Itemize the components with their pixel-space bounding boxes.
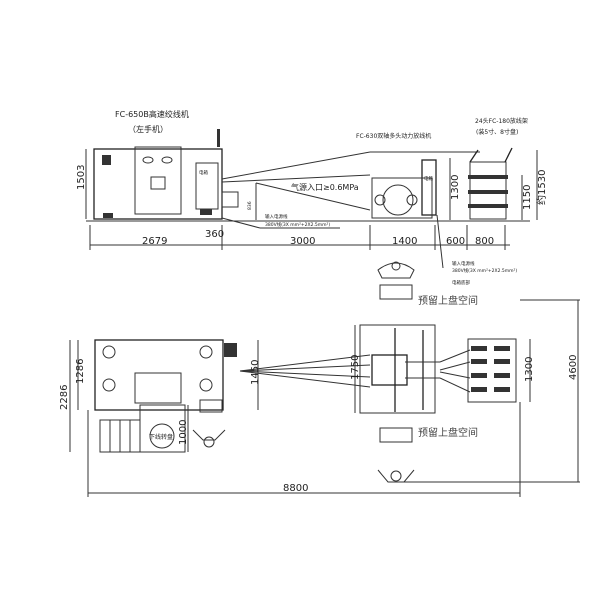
power-label-2: 输入电源线 — [452, 260, 475, 267]
machine2-box-label: 电箱 — [424, 175, 433, 182]
dim-1150: 1150 — [522, 185, 533, 210]
air-inlet-label: 气源入口≥0.6MPa — [291, 182, 359, 192]
turntable-label: 下线转盘 — [149, 433, 173, 441]
dim-1300-elev: 1300 — [450, 175, 461, 200]
operator-bottom — [377, 427, 415, 483]
dim-836: 836 — [247, 201, 253, 210]
dim-1400: 1400 — [392, 236, 417, 247]
operator-top — [377, 261, 415, 300]
plan-view: 预留上盘空间 下线转盘 1286 2286 1000 1450 — [59, 261, 580, 497]
power-spec-2: 380V线(3X mm²+2X2.5mm²) — [452, 267, 517, 274]
dim-360: 360 — [205, 229, 224, 240]
dim-8800: 8800 — [283, 483, 308, 494]
machine1-box-label: 电箱 — [199, 169, 208, 176]
dim-600: 600 — [446, 236, 465, 247]
power-note-2: 电箱底部 — [452, 279, 470, 286]
machine2-title: FC-630双轴多头动力放线机 — [356, 132, 431, 140]
dim-3000: 3000 — [290, 236, 315, 247]
dim-1300-plan: 1300 — [524, 357, 535, 382]
machine1-subtitle: （左手机） — [128, 124, 168, 134]
reserve-top-label: 预留上盘空间 — [418, 294, 478, 307]
dim-1530: 约1530 — [535, 170, 548, 205]
dim-1503: 1503 — [76, 165, 87, 190]
dim-4600: 4600 — [568, 355, 579, 380]
power-spec-1: 380V线(3X mm²+2X2.5mm²) — [265, 221, 330, 228]
dim-800: 800 — [475, 236, 494, 247]
dim-2286: 2286 — [59, 385, 70, 410]
machine3-subtitle: (装5寸、8寸盘) — [476, 128, 518, 136]
dim-1750: 1750 — [350, 355, 361, 380]
reserve-bottom-label: 预留上盘空间 — [418, 426, 478, 439]
machine1-title: FC-650B高速绞线机 — [115, 109, 189, 119]
machine2-plan — [359, 324, 440, 414]
operator-plan-1 — [192, 429, 226, 448]
machine3-plan — [467, 338, 517, 403]
dim-1286: 1286 — [75, 359, 86, 384]
elevation-view: FC-650B高速绞线机 （左手机） 电箱 1503 气源入口≥0.6MPa 8… — [76, 109, 548, 286]
dim-1000: 1000 — [178, 420, 189, 445]
machine3-title: 24头FC-180放线架 — [475, 117, 528, 125]
machine3-elevation — [468, 147, 513, 220]
power-label-1: 输入电源线 — [265, 213, 288, 220]
machine2-elevation: 电箱 — [370, 151, 480, 219]
machine1-elevation: 电箱 — [93, 129, 239, 220]
dim-1450: 1450 — [250, 360, 261, 385]
dim-2679: 2679 — [142, 236, 167, 247]
machine1-plan: 下线转盘 — [94, 339, 237, 453]
